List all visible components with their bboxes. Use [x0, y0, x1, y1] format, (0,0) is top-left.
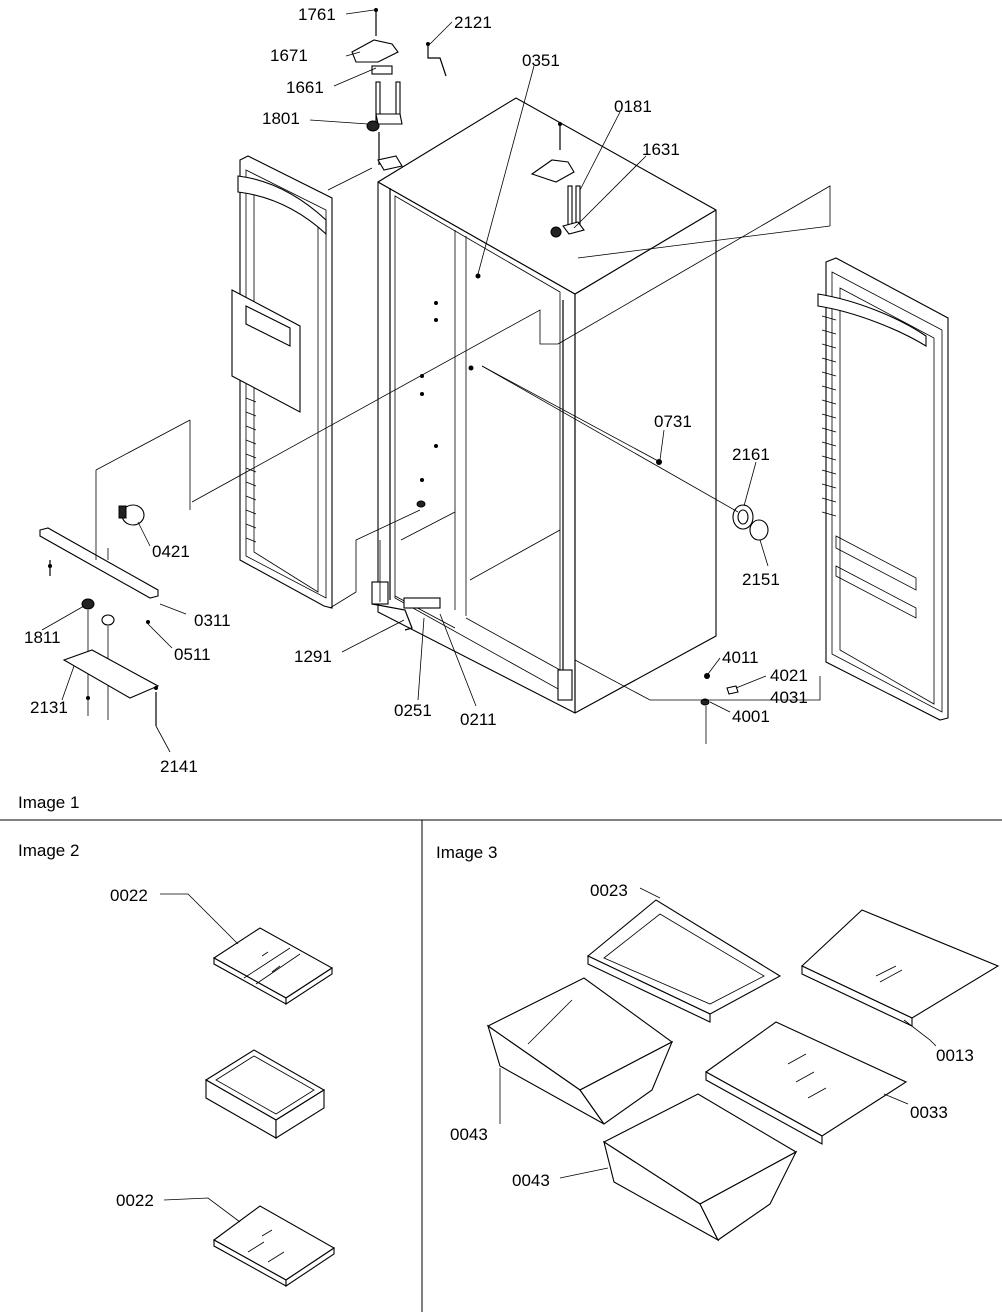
leader-0013 — [903, 1019, 937, 1047]
label-4031: 4031 — [770, 688, 808, 707]
label-4021: 4021 — [770, 666, 808, 685]
top-hinge-left — [351, 8, 447, 171]
leader-lines — [41, 9, 769, 753]
label-0013: 0013 — [936, 1046, 974, 1065]
label-1291: 1291 — [294, 647, 332, 666]
section-title-image3: Image 3 — [436, 843, 497, 862]
lower-right-hardware — [700, 504, 769, 706]
label-0043-lower: 0043 — [512, 1171, 550, 1190]
leader-0033 — [883, 1093, 909, 1105]
label-1801: 1801 — [262, 109, 300, 128]
label-1761: 1761 — [298, 5, 336, 24]
label-0731: 0731 — [654, 412, 692, 431]
cabinet — [371, 97, 717, 714]
label-2131: 2131 — [30, 698, 68, 717]
fresh-food-door-shelves — [821, 315, 837, 517]
fresh-food-door — [817, 257, 949, 721]
leader-0043-lower — [559, 1167, 609, 1179]
crisper-cover-frame — [586, 899, 782, 1023]
lower-left-hardware — [39, 419, 191, 726]
crisper-cover-lower — [704, 1021, 908, 1145]
crisper-drawer-lower — [602, 1093, 798, 1242]
section-title-image2: Image 2 — [18, 841, 79, 860]
label-2151: 2151 — [742, 570, 780, 589]
image2-drawing — [160, 893, 336, 1288]
leader-0022-bottom — [163, 1197, 241, 1223]
leader-0022-top — [160, 893, 239, 945]
label-4001: 4001 — [732, 707, 770, 726]
label-1811: 1811 — [24, 628, 61, 647]
leader-0023 — [639, 887, 661, 899]
label-0251: 0251 — [394, 701, 432, 720]
label-4011: 4011 — [722, 648, 759, 667]
image3-drawing — [486, 887, 1000, 1242]
label-0022-bottom: 0022 — [116, 1191, 154, 1210]
label-0033: 0033 — [910, 1103, 948, 1122]
label-0043-upper: 0043 — [450, 1125, 488, 1144]
label-1631: 1631 — [642, 140, 680, 159]
shelf-middle — [204, 1049, 326, 1139]
label-0022-top: 0022 — [110, 886, 148, 905]
label-1661: 1661 — [286, 78, 324, 97]
label-0023: 0023 — [590, 881, 628, 900]
image1-drawing — [39, 8, 949, 753]
label-0421: 0421 — [152, 542, 190, 561]
label-0511: 0511 — [174, 645, 211, 664]
glass-shelf — [801, 909, 1000, 1027]
phantom-lines — [191, 167, 831, 744]
label-0181: 0181 — [614, 97, 652, 116]
freezer-door — [231, 155, 333, 609]
label-1671: 1671 — [270, 46, 308, 65]
label-2121: 2121 — [454, 13, 492, 32]
shelf-top — [212, 927, 334, 1006]
shelf-bottom — [212, 1205, 336, 1288]
label-0351: 0351 — [522, 51, 560, 70]
freezer-door-shelves — [245, 397, 257, 543]
label-0211: 0211 — [460, 710, 497, 729]
section-title-image1: Image 1 — [18, 793, 79, 812]
label-2141: 2141 — [160, 757, 198, 776]
crisper-drawer-upper — [486, 977, 674, 1125]
part-labels: 1761 2121 1671 1661 0351 0181 1801 1631 … — [24, 5, 974, 1210]
label-2161: 2161 — [732, 445, 770, 464]
top-hinge-right — [530, 122, 585, 238]
label-0311: 0311 — [194, 611, 231, 630]
